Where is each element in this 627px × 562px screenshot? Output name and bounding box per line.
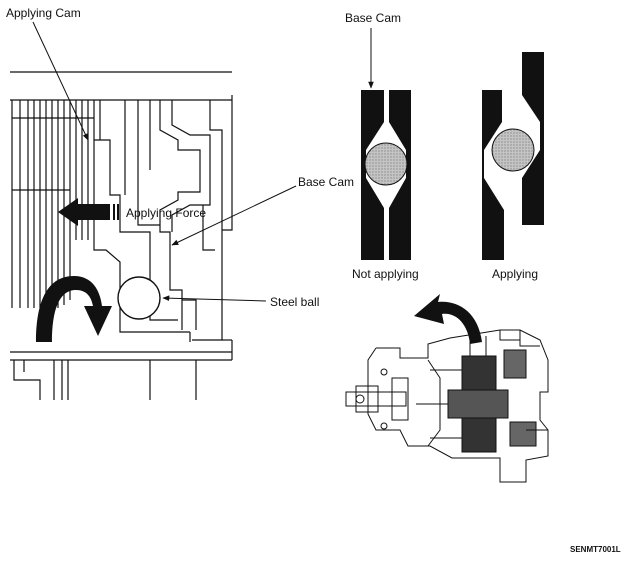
applying-cam-body bbox=[93, 100, 190, 333]
cam-not-applying bbox=[361, 90, 411, 260]
label-applying-force: Applying Force bbox=[126, 206, 206, 220]
curved-arrow-icon bbox=[414, 294, 482, 344]
leader-base-cam-mid bbox=[171, 185, 297, 246]
steel-ball-applying bbox=[491, 128, 535, 172]
label-applying-cam: Applying Cam bbox=[6, 6, 81, 20]
figure-code: SENMT7001L bbox=[570, 545, 621, 554]
transfer-assembly bbox=[345, 329, 549, 483]
lower-section bbox=[10, 340, 233, 400]
leader-steel-ball bbox=[162, 295, 267, 302]
curved-arrow-icon bbox=[36, 276, 112, 342]
cam-applying bbox=[482, 52, 544, 260]
steel-ball-not-applying bbox=[364, 142, 408, 186]
arrow-left-icon bbox=[58, 198, 119, 226]
cross-section-detail bbox=[10, 71, 233, 400]
base-cam-housing bbox=[159, 100, 233, 342]
label-base-cam-top: Base Cam bbox=[345, 11, 401, 25]
label-base-cam-mid: Base Cam bbox=[298, 175, 354, 189]
label-not-applying: Not applying bbox=[352, 267, 419, 281]
leader-applying-cam bbox=[32, 21, 89, 141]
steel-ball-left bbox=[117, 276, 161, 320]
label-steel-ball: Steel ball bbox=[270, 295, 319, 309]
label-applying: Applying bbox=[492, 267, 538, 281]
